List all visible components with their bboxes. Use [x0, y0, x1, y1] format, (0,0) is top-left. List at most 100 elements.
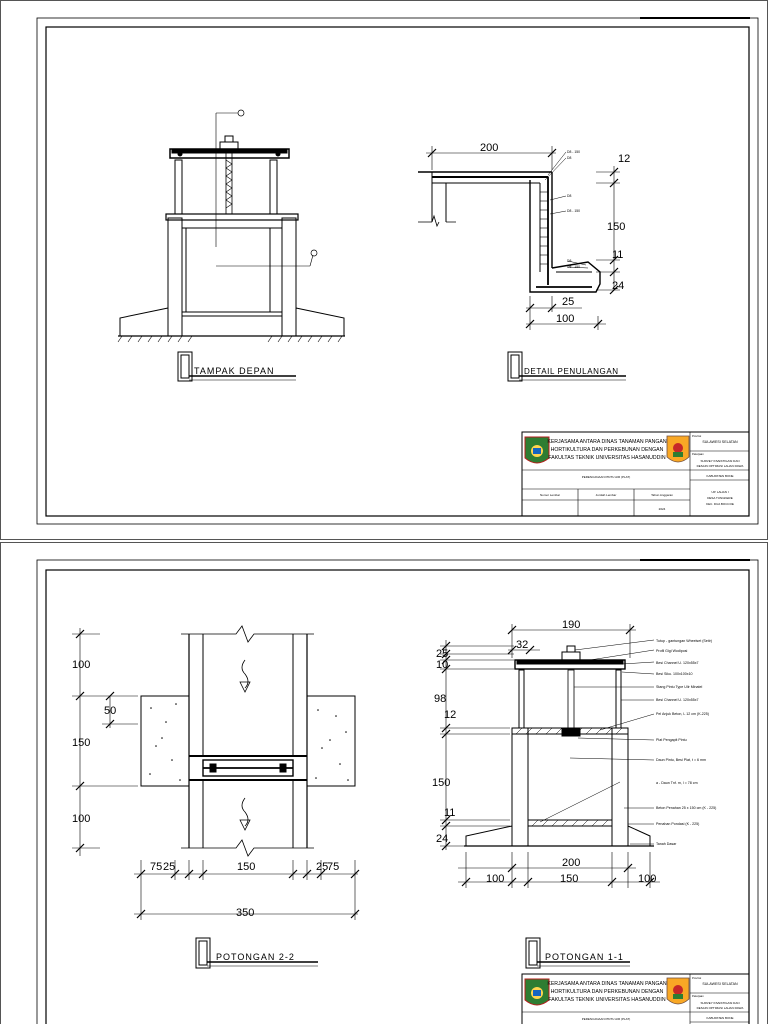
tb1-line2: HORTIKULTURA DAN PERKEBUNAN DENGAN	[551, 447, 664, 453]
dim-22-100-top: 100	[72, 659, 90, 671]
dim-11-100-left: 100	[486, 873, 504, 885]
dim-12: 12	[618, 153, 630, 165]
tb1-loc-1: UP. LAHAN I	[711, 490, 728, 494]
title-block-1	[521, 431, 750, 517]
label-1-1-12: Tanah Dasar	[656, 842, 677, 846]
label-1-1-8: Daun Pintu, Besi Plat, t = 6 mm	[656, 758, 706, 762]
tb1-year: 2024	[659, 507, 666, 511]
label-1-1-2: Besi Channel U. 120x55x7	[656, 661, 699, 665]
label-1-1-4: Stang Pintu Type Ulir Minatel	[656, 685, 702, 689]
front-view-title: TAMPAK DEPAN	[177, 351, 296, 382]
tb2-province-label: Provinsi	[692, 976, 702, 980]
drawing-sheet-2: 100 50 150 100 75 25 150 25 75 350 POTON…	[0, 542, 768, 1029]
note-3: D8	[567, 194, 571, 198]
emblem-left-2	[524, 978, 550, 1006]
tb1-loc-2: DESA TUNGKERE	[707, 496, 732, 500]
emblem-left	[524, 436, 550, 464]
dim-11-10: 10	[436, 659, 448, 671]
section-1-1-labels: Tutup - gantungan Wheelset (Setir) Profi…	[656, 639, 716, 846]
tb1-col2: Jumlah Lembar	[596, 493, 617, 497]
dim-11-200: 200	[562, 857, 580, 869]
dim-11-25: 25	[436, 648, 448, 660]
section-1-1-dimensions: 190 32 25 10 98 12 150 11 24 200 100 150…	[432, 619, 656, 885]
note-6: D8 - 150	[567, 265, 580, 269]
label-1-1-3: Besi Siku. 100x100x10	[656, 672, 693, 676]
dim-24: 24	[612, 280, 624, 292]
drawing-frame	[45, 26, 750, 517]
sheet-border	[36, 17, 759, 525]
dim-22-100-bottom: 100	[72, 813, 90, 825]
tb2-project-2: DESAIN OPTIMASI LAHAN RAWA	[697, 1006, 744, 1010]
tb2-project-label: Pekerjaan	[692, 994, 704, 998]
tb2-province: SULAWESI SELATAN	[702, 982, 738, 986]
dim-200: 200	[480, 142, 498, 154]
tb1-province: SULAWESI SELATAN	[702, 440, 738, 444]
dim-11-32: 32	[516, 639, 528, 651]
dim-22-25-right: 25	[316, 861, 328, 873]
sheet-2-drawing-frame	[45, 569, 750, 1029]
dim-22-75-left: 75	[150, 861, 162, 873]
detail-view-title: DETAIL PENULANGAN	[507, 351, 626, 382]
dim-11-98: 98	[434, 693, 446, 705]
dim-11-12: 12	[444, 709, 456, 721]
tb1-project-label: Pekerjaan	[692, 452, 704, 456]
dim-22-50: 50	[104, 705, 116, 717]
section-2-2-dimensions: 100 50 150 100 75 25 150 25 75 350	[72, 659, 339, 919]
dim-22-150-center: 150	[237, 861, 255, 873]
dim-11-150-bottom: 150	[560, 873, 578, 885]
title-block-2-text: KERJASAMA ANTARA DINAS TANAMAN PANGAN HO…	[547, 976, 743, 1021]
tb1-kabupaten: KABUPATEN BONE	[706, 474, 733, 478]
sheet-2-border	[36, 559, 759, 1029]
section-2-2-drawing	[72, 625, 360, 920]
dim-22-25-left: 25	[163, 861, 175, 873]
emblem-right-2	[666, 977, 690, 1005]
dim-11-11: 11	[444, 807, 455, 819]
note-2: D8	[567, 156, 571, 160]
section-2-2-title-text: POTONGAN 2-2	[216, 952, 295, 962]
label-1-1-7: Plat Pengapit Pintu	[656, 738, 687, 742]
dim-150: 150	[607, 221, 625, 233]
label-1-1-5: Besi Channel U. 120x55x7	[656, 698, 699, 702]
reinforcement-notes: D8 - 150 D8 D8 D8 - 150 D8 D8 - 150	[567, 150, 580, 269]
tb2-drawing-title: PERENCANAAN PINTU AIR (PLAT)	[582, 1017, 630, 1021]
label-1-1-9: a - Daun Tnf. m, l = 78 cm	[656, 781, 698, 785]
front-view-drawing	[117, 109, 345, 343]
dim-11: 11	[612, 249, 623, 261]
dim-25: 25	[562, 296, 574, 308]
dim-22-350: 350	[236, 907, 254, 919]
dim-22-150: 150	[72, 737, 90, 749]
section-1-1-title-text: POTONGAN 1-1	[545, 952, 624, 962]
dim-11-190: 190	[562, 619, 580, 631]
tb1-drawing-title: PERENCANAAN PINTU AIR (PLAT)	[582, 475, 630, 479]
tb1-province-label: Provinsi	[692, 434, 702, 438]
tb2-project-1: SURVEY INVESTIGASI DAN	[700, 1001, 739, 1005]
note-5: D8	[567, 259, 571, 263]
tb2-line2: HORTIKULTURA DAN PERKEBUNAN DENGAN	[551, 989, 664, 995]
tb2-line1: KERJASAMA ANTARA DINAS TANAMAN PANGAN	[547, 981, 666, 987]
detail-view-title-text: DETAIL PENULANGAN	[524, 367, 619, 376]
section-1-1-drawing	[440, 624, 660, 888]
tb1-project-1: SURVEY INVESTIGASI DAN	[700, 459, 739, 463]
section-1-1-title: POTONGAN 1-1	[525, 937, 630, 969]
label-1-1-0: Tutup - gantungan Wheelset (Setir)	[656, 639, 712, 643]
section-2-2-title: POTONGAN 2-2	[195, 937, 318, 969]
title-block-2	[521, 973, 750, 1029]
front-view-title-text: TAMPAK DEPAN	[194, 366, 275, 376]
tb1-loc-3: KEC. DUA BOCCOE	[706, 502, 734, 506]
reinforcement-detail-drawing	[418, 146, 620, 330]
dim-11-24: 24	[436, 833, 448, 845]
label-1-1-11: Penahan Pondasi (K - 225)	[656, 822, 699, 826]
note-4: D8 - 150	[567, 209, 580, 213]
dim-11-150: 150	[432, 777, 450, 789]
label-1-1-10: Beton Penahan 25 x 150 cm (K - 225)	[656, 806, 716, 810]
dim-11-100-right: 100	[638, 873, 656, 885]
tb1-col3: Tahun Anggaran	[651, 493, 673, 497]
label-1-1-6: Pel Anjuk Beton, L 12 cm (K-225)	[656, 712, 709, 716]
drawing-sheet-1: TAMPAK DEPAN	[0, 0, 768, 540]
note-1: D8 - 150	[567, 150, 580, 154]
tb1-line1: KERJASAMA ANTARA DINAS TANAMAN PANGAN	[547, 439, 666, 445]
tb1-col1: Nomor Lembar	[540, 493, 560, 497]
tb1-line3: FAKULTAS TEKNIK UNIVERSITAS HASANUDDIN	[548, 455, 665, 461]
tb2-line3: FAKULTAS TEKNIK UNIVERSITAS HASANUDDIN	[548, 997, 665, 1003]
emblem-right	[666, 435, 690, 463]
